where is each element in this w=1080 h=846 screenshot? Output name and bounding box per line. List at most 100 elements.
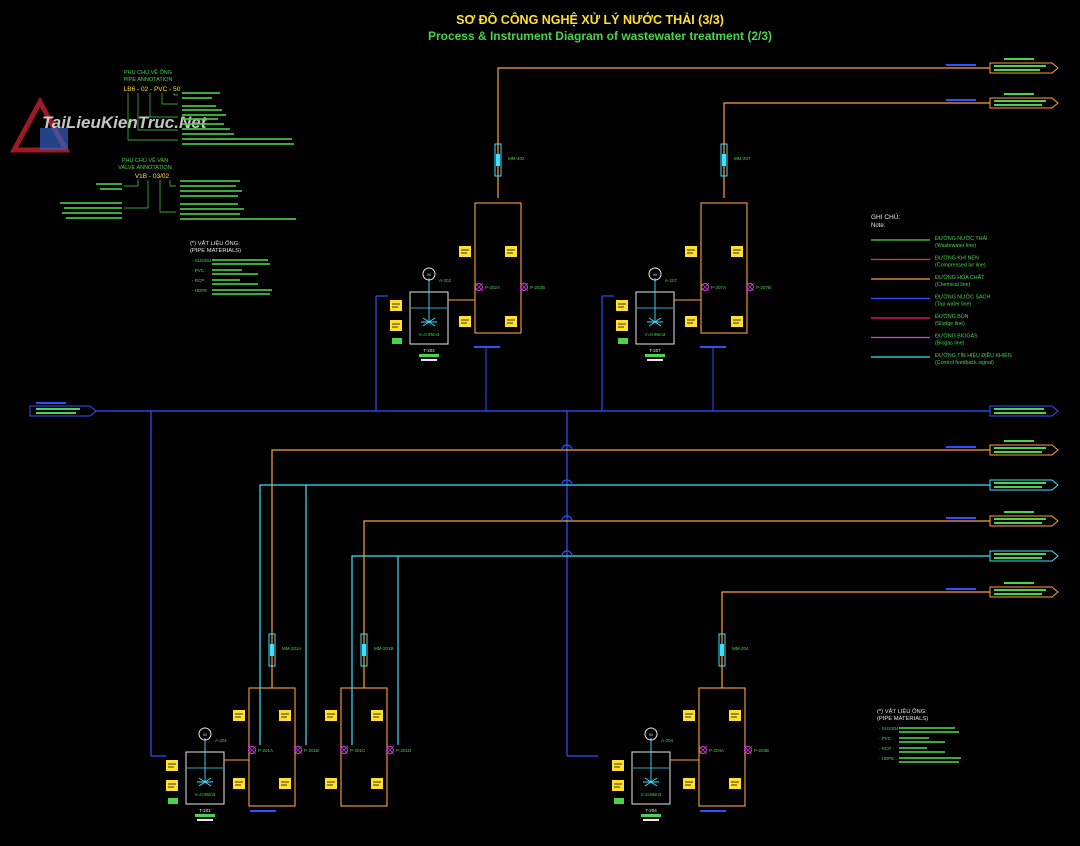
legend-label: ĐƯỜNG TÍN HIỆU ĐIỀU KHIỂN xyxy=(935,351,1012,359)
pump-icon: P-204A xyxy=(698,745,724,755)
crossing-hops xyxy=(561,444,573,557)
pump-icon: P-202B xyxy=(519,282,545,292)
pump-label: P-207A xyxy=(711,285,726,290)
material-item: - SUS304 : xyxy=(879,726,901,731)
pump-label: P-202B xyxy=(530,285,545,290)
material-item: - PVC : xyxy=(879,736,894,741)
pump-icon: P-201D xyxy=(385,745,412,755)
title-english: Process & Instrument Diagram of wastewat… xyxy=(428,29,772,43)
instrument-box xyxy=(166,760,178,771)
pump-label: P-204B xyxy=(754,748,769,753)
instrument-box xyxy=(685,316,697,327)
flow-meter-icon: MM-202 xyxy=(494,143,525,177)
instrument-box xyxy=(371,778,383,789)
instrument-box xyxy=(731,316,743,327)
instrument-box xyxy=(233,710,245,721)
instrument-box xyxy=(683,710,695,721)
pump-icon: P-207B xyxy=(745,282,771,292)
mixer-label: A-204 xyxy=(661,738,674,743)
instrument-box xyxy=(279,710,291,721)
pump-label: P-202A xyxy=(485,285,500,290)
legend-row: ĐƯỜNG TÍN HIỆU ĐIỀU KHIỂN(Control feedba… xyxy=(871,351,1012,366)
right-tags xyxy=(989,62,1059,598)
legend: GHI CHÚ: Note: ĐƯỜNG NƯỚC THẢI(Wastewate… xyxy=(871,212,1012,366)
legend-row: ĐƯỜNG BIOGAS(Biogas line) xyxy=(871,333,978,347)
valve-annotation-heading-en: VALVE ANNOTATION xyxy=(118,165,171,171)
legend-row: ĐƯỜNG HÓA CHẤT(Chemical line) xyxy=(871,274,985,288)
instrument-box xyxy=(505,246,517,257)
instrument-box xyxy=(616,300,628,311)
valve-annotation: PHỤ CHÚ VỀ VAN VALVE ANNOTATION V1B - 03… xyxy=(60,157,296,220)
legend-label: ĐƯỜNG BÙN xyxy=(935,313,969,320)
legend-row: ĐƯỜNG KHÍ NÉN(Compressed air line) xyxy=(871,255,986,269)
flow-meter-icon: MM-204 xyxy=(718,633,749,667)
tank-volume: V=0.95m3 xyxy=(641,792,662,797)
pump-icon: P-207A xyxy=(700,282,726,292)
material-item: - PVC : xyxy=(192,268,207,273)
legend-label: ĐƯỜNG NƯỚC SẠCH xyxy=(935,294,990,301)
material-item: - SUS304 : xyxy=(192,258,214,263)
legend-label: ĐƯỜNG NƯỚC THẢI xyxy=(935,235,987,242)
meter-label: MM-202 xyxy=(508,156,525,161)
pump-label: P-207B xyxy=(756,285,771,290)
materials-heading-en: (PIPE MATERIALS) xyxy=(190,248,241,254)
instrument-box xyxy=(729,778,741,789)
flow-meter-icon: MM-207 xyxy=(720,143,751,177)
pump-skid-frame xyxy=(700,202,748,334)
material-item: - HDPE : xyxy=(879,756,897,761)
tank-volume: V=0.95m3 xyxy=(419,332,440,337)
pump-label: P-201B xyxy=(304,748,319,753)
instrument-box xyxy=(325,710,337,721)
meter-label: MM-204 xyxy=(732,646,749,651)
meter-label: MM-201A xyxy=(282,646,302,651)
flow-meter-icon: MM-201A xyxy=(268,633,302,667)
right-tag-labels xyxy=(994,58,1046,595)
instrument-box xyxy=(325,778,337,789)
tank-label: T-204 xyxy=(645,808,657,813)
watermark-text: TaiLieuKienTruc.Net xyxy=(42,113,208,132)
tank-volume: V=0.95m3 xyxy=(195,792,216,797)
legend-row: ĐƯỜNG BÙN(Sludge line) xyxy=(871,313,969,327)
pump-label: P-204A xyxy=(709,748,724,753)
instrument-box xyxy=(279,778,291,789)
legend-label-en: (Chemical line) xyxy=(935,282,971,288)
pump-icon: P-201C xyxy=(339,745,366,755)
pump-icon: P-201A xyxy=(247,745,273,755)
mixer-motor: M xyxy=(649,732,652,737)
mixer-motor: M xyxy=(203,732,206,737)
tank-label: T-202 xyxy=(423,348,435,353)
watermark-logo: TaiLieuKienTruc.Net xyxy=(9,96,208,153)
instrument-box xyxy=(233,778,245,789)
pump-icon: P-202A xyxy=(474,282,500,292)
instrument-box xyxy=(616,320,628,331)
instrument-box xyxy=(685,246,697,257)
instrument-box xyxy=(390,300,402,311)
materials-heading: (*) VẬT LIỆU ỐNG: xyxy=(877,707,927,715)
legend-label: ĐƯỜNG KHÍ NÉN xyxy=(935,255,979,262)
instrument-box xyxy=(371,710,383,721)
pipe-annotation: PHỤ CHÚ VỀ ỐNG PIPE ANNOTATION LB6 - 02 … xyxy=(124,69,294,145)
mixer-label: A-207 xyxy=(665,278,678,283)
pipe-annotation-code: LB6 - 02 - PVC - 50 xyxy=(124,86,181,93)
legend-label: ĐƯỜNG HÓA CHẤT xyxy=(935,274,985,281)
instrument-box xyxy=(612,780,624,791)
material-item: - RCP : xyxy=(879,746,894,751)
pipe-annotation-heading: PHỤ CHÚ VỀ ỐNG xyxy=(124,69,172,76)
material-item: - RCP : xyxy=(192,278,207,283)
pump-icon: P-204B xyxy=(743,745,769,755)
valve-annotation-heading: PHỤ CHÚ VỀ VAN xyxy=(122,157,168,164)
legend-row: ĐƯỜNG NƯỚC THẢI(Wastewater line) xyxy=(871,235,987,249)
legend-label-en: (Tap water line) xyxy=(935,302,971,308)
meter-label: MM-207 xyxy=(734,156,751,161)
legend-label-en: (Compressed air line) xyxy=(935,263,986,269)
material-item: - HDPE : xyxy=(192,288,210,293)
mixer-label: A-201 xyxy=(215,738,228,743)
tap-water-header xyxy=(29,295,1059,757)
